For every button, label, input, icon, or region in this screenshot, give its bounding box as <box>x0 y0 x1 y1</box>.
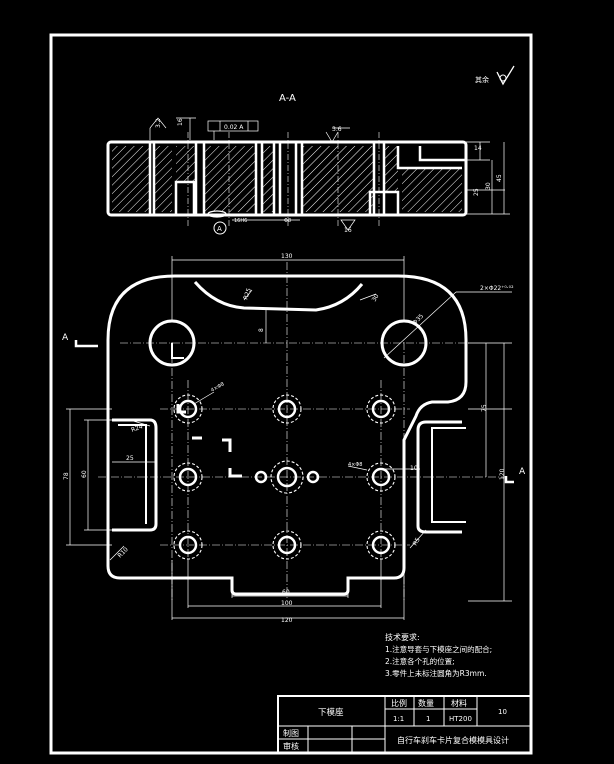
datum-a-label: A <box>217 225 222 233</box>
dim-r5: R5 <box>412 536 422 547</box>
scale-value: 1:1 <box>393 715 404 723</box>
material-value: HT200 <box>449 715 472 723</box>
hatch-block-1 <box>112 146 150 212</box>
section-view: A 3.2 16 0.02 A 3.6 14 25 <box>106 117 510 235</box>
datum-feature <box>207 210 227 218</box>
technical-requirements: 技术要求: 1.注意导套与下模座之间的配合; 2.注意各个孔的位置; 3.零件上… <box>385 632 492 678</box>
dim-3-2: 3.2 <box>155 118 162 128</box>
plan-view: A A 130 R25 30 Φ35 2×Φ22⁺⁰·⁰² 8 4×Φ8 4×Φ… <box>62 253 526 624</box>
surface-note: 其余 <box>475 75 489 84</box>
dim-100: 100 <box>281 600 293 607</box>
hatch-block-5 <box>262 146 274 212</box>
dim-16-top: 16 <box>177 118 184 126</box>
col-qty: 数量 <box>418 698 434 708</box>
dim-3-6: 3.6 <box>332 126 342 133</box>
title-block: 下模座 比例 数量 材料 1:1 1 HT200 10 制图 审核 自行车刹车卡… <box>277 695 532 754</box>
dim-120-bottom: 120 <box>281 617 293 624</box>
section-outline <box>106 140 468 217</box>
dim-75: 75 <box>481 404 488 412</box>
dim-r30: 30 <box>371 293 381 303</box>
plate-outline <box>106 274 468 596</box>
hatch-block-2 <box>154 146 172 212</box>
left-slot <box>112 418 158 532</box>
section-title: A-A <box>279 93 296 104</box>
part-name: 下模座 <box>318 707 344 718</box>
dim-r10: R10 <box>116 546 129 559</box>
dim-25-left: 25 <box>126 455 134 462</box>
col-material: 材料 <box>451 698 467 708</box>
qty-value: 1 <box>426 715 430 723</box>
dim-16-bottom: 16 <box>344 227 352 234</box>
dim-r25-top: R25 <box>242 287 253 301</box>
dim-4xphi8: 4×Φ8 <box>210 381 226 393</box>
hatch-block-8 <box>402 168 462 212</box>
dim-4xphi8b: 4×Φ8 <box>348 462 363 468</box>
datum-a-circle <box>213 221 227 235</box>
dim-16h6: 16H6 <box>234 218 247 224</box>
section-marker-left: A <box>62 333 69 343</box>
hatch-block-7 <box>384 146 398 192</box>
dim-phi8: Φ8 <box>284 218 291 224</box>
tech-req-item-2: 2.注意各个孔的位置; <box>385 656 455 666</box>
tech-req-title: 技术要求: <box>385 632 420 642</box>
tech-req-item-1: 1.注意导套与下模座之间的配合; <box>385 644 492 654</box>
dim-78: 78 <box>63 472 70 480</box>
project-title: 自行车刹车卡片复合模模具设计 <box>397 735 509 745</box>
drawn-label: 制图 <box>283 728 299 738</box>
dim-hole-spec: 2×Φ22⁺⁰·⁰² <box>480 285 514 292</box>
hatch-block-3 <box>176 146 196 181</box>
dim-10: 10 <box>410 465 418 472</box>
dim-60-left: 60 <box>81 470 88 478</box>
col-scale: 比例 <box>391 698 407 708</box>
check-label: 审核 <box>283 741 299 751</box>
tech-req-item-3: 3.零件上未标注圆角为R3mm. <box>385 668 487 678</box>
dim-45: 45 <box>496 174 503 182</box>
top-recess <box>193 281 364 312</box>
dim-phi35: Φ35 <box>411 313 425 327</box>
hatch-block-4 <box>204 146 256 212</box>
dim-25: 25 <box>473 188 480 196</box>
dim-120-right: 120 <box>499 468 506 480</box>
dim-r24: R24 <box>130 423 144 434</box>
roughness-symbol-icon <box>496 65 515 86</box>
right-slot <box>416 420 462 534</box>
dim-60: 60 <box>282 589 290 596</box>
dim-30: 30 <box>485 182 492 190</box>
dim-8: 8 <box>258 328 265 332</box>
dim-14: 14 <box>474 145 482 152</box>
roughness-circle-icon <box>499 74 507 82</box>
dim-130: 130 <box>281 253 293 260</box>
tolerance-frame: 0.02 A <box>224 124 244 131</box>
section-marker-right: A <box>519 467 526 477</box>
sheet-number: 10 <box>498 708 507 716</box>
